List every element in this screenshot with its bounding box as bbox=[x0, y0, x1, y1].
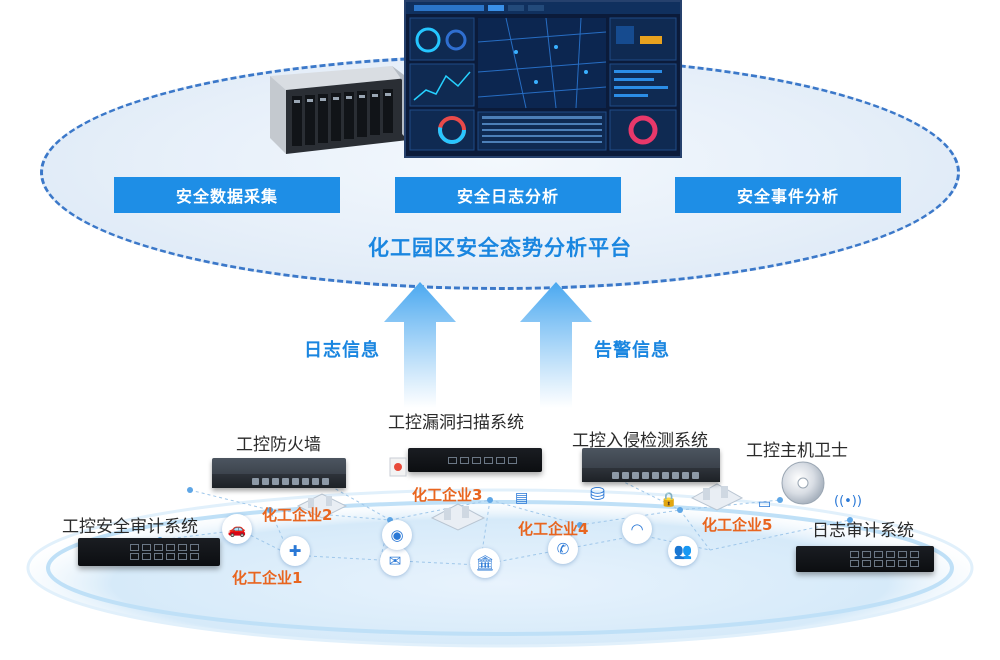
cd-disc-icon bbox=[781, 461, 825, 505]
module-log-analysis-button[interactable]: 安全日志分析 bbox=[395, 177, 621, 213]
module-data-collection-button[interactable]: 安全数据采集 bbox=[114, 177, 340, 213]
medical-cross-icon: ✚ bbox=[280, 536, 310, 566]
wifi-icon: ◠ bbox=[622, 514, 652, 544]
firewall-label: 工控防火墙 bbox=[236, 435, 321, 455]
warning-doc-icon bbox=[389, 457, 407, 477]
lock-icon: 🔒 bbox=[660, 492, 678, 508]
upload-arrow-icon-right bbox=[520, 282, 592, 408]
car-icon: 🚗 bbox=[222, 514, 252, 544]
card-icon: ▭ bbox=[758, 496, 772, 512]
enterprise-2-label: 化工企业2 bbox=[262, 506, 333, 524]
bank-icon: 🏛 bbox=[470, 548, 500, 578]
enterprise-5-label: 化工企业5 bbox=[702, 516, 773, 534]
ids-label: 工控入侵检测系统 bbox=[572, 431, 708, 451]
host-guard-label: 工控主机卫士 bbox=[746, 441, 848, 461]
server-rack-icon bbox=[270, 66, 408, 154]
module-event-analysis-button[interactable]: 安全事件分析 bbox=[675, 177, 901, 213]
enterprise-3-label: 化工企业3 bbox=[412, 486, 483, 504]
log-info-label: 日志信息 bbox=[304, 340, 380, 361]
enterprise-1-label: 化工企业1 bbox=[232, 569, 303, 587]
security-audit-label: 工控安全审计系统 bbox=[62, 517, 198, 537]
factory-icon-5 bbox=[690, 483, 744, 511]
network-base bbox=[26, 477, 974, 648]
phone-icon: ✆ bbox=[548, 534, 578, 564]
platform-title: 化工园区安全态势分析平台 bbox=[368, 236, 632, 260]
vuln-scan-device bbox=[408, 448, 542, 472]
upload-arrow-icon-left bbox=[384, 282, 456, 408]
users-icon: 👥 bbox=[668, 536, 698, 566]
camera-icon: ◉ bbox=[382, 520, 412, 550]
security-audit-device bbox=[78, 538, 220, 566]
dashboard-screen-icon bbox=[404, 0, 682, 158]
ids-device bbox=[582, 448, 720, 482]
alarm-info-label: 告警信息 bbox=[594, 340, 670, 361]
signal-icon: ((•)) bbox=[834, 494, 862, 509]
mail-icon: ✉ bbox=[380, 546, 410, 576]
vuln-scan-label: 工控漏洞扫描系统 bbox=[388, 413, 524, 433]
enterprise-4-label: 化工企业4 bbox=[518, 520, 589, 538]
factory-icon-2 bbox=[296, 493, 348, 519]
log-audit-label: 日志审计系统 bbox=[812, 521, 914, 541]
database-icon: ⛁ bbox=[590, 484, 606, 505]
factory-icon-3 bbox=[430, 503, 486, 531]
firewall-device bbox=[212, 458, 346, 488]
document-icon: ▤ bbox=[515, 490, 529, 506]
log-audit-device bbox=[796, 546, 934, 572]
